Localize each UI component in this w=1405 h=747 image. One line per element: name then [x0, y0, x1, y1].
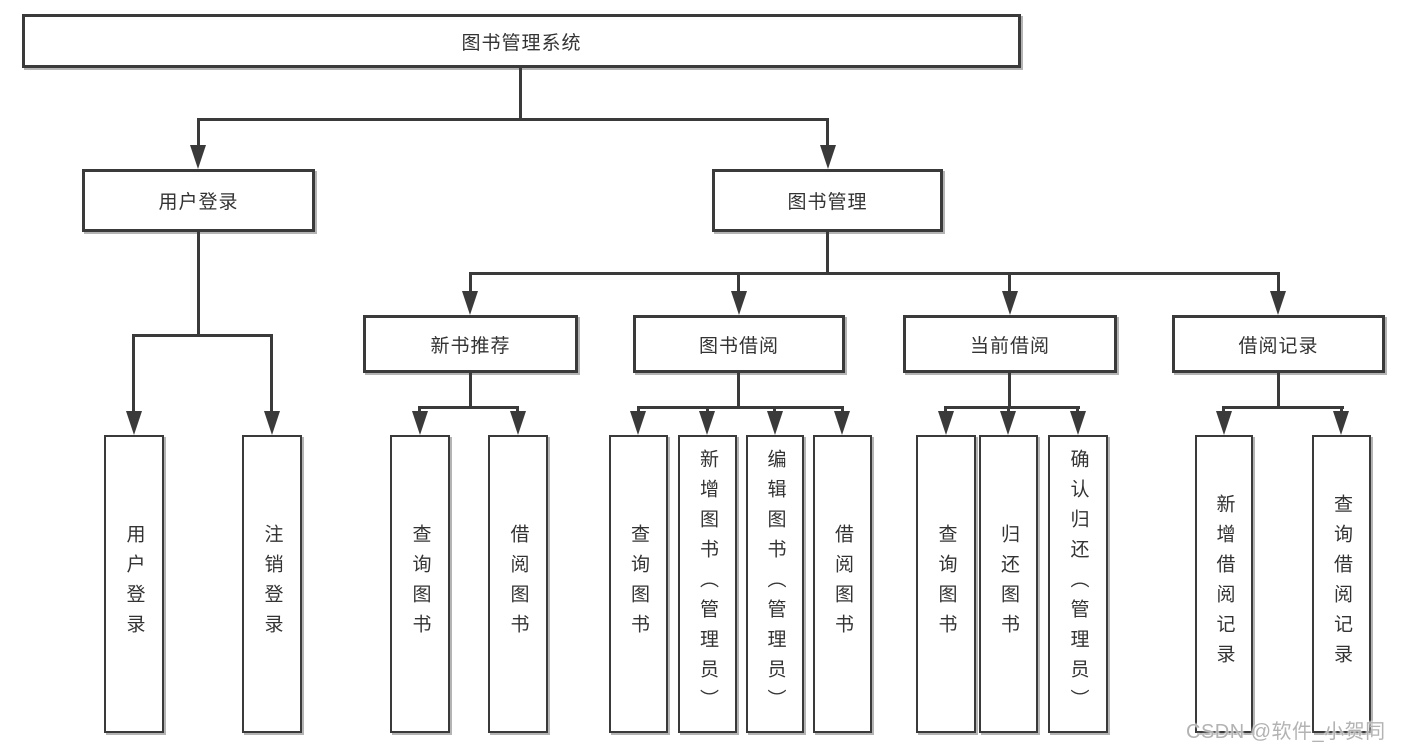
leaf-add-borrow-record-label: 新增借阅记录	[1213, 494, 1235, 674]
connector-line	[737, 372, 740, 409]
node-user-login-label: 用户登录	[158, 192, 239, 213]
connector-line	[1007, 406, 1010, 414]
connector-line	[1222, 406, 1344, 409]
leaf-edit-book-admin: 编辑图书（管理员）	[746, 435, 804, 733]
arrow-down-icon	[1002, 291, 1018, 315]
leaf-confirm-return-admin-label: 确认归还（管理员）	[1067, 449, 1089, 719]
leaf-borrow-books: 借阅图书	[813, 435, 872, 733]
node-borrowing-records-label: 借阅记录	[1238, 335, 1319, 357]
node-new-book-recommend: 新书推荐	[363, 315, 578, 373]
node-user-login: 用户登录	[82, 169, 315, 232]
leaf-borrow-books-recommend-label: 借阅图书	[507, 524, 529, 644]
leaf-confirm-return-admin: 确认归还（管理员）	[1048, 435, 1108, 733]
connector-line	[418, 406, 421, 414]
node-book-borrowing-label: 图书借阅	[698, 335, 779, 357]
node-new-book-recommend-label: 新书推荐	[430, 335, 511, 357]
arrow-down-icon	[462, 291, 478, 315]
connector-line	[826, 232, 829, 275]
arrow-down-icon	[1270, 291, 1286, 315]
arrow-down-icon	[264, 411, 280, 435]
arrow-down-icon	[190, 145, 206, 169]
connector-line	[1340, 406, 1343, 414]
arrow-down-icon	[820, 145, 836, 169]
connector-line	[706, 406, 709, 414]
csdn-watermark: CSDN @软件_小贺同学	[1186, 721, 1386, 743]
leaf-add-borrow-record: 新增借阅记录	[1195, 435, 1253, 733]
leaf-user-login-label: 用户登录	[123, 524, 145, 644]
connector-line	[841, 406, 844, 414]
connector-line	[1076, 406, 1079, 414]
arrow-down-icon	[412, 411, 428, 435]
connector-line	[132, 334, 273, 337]
connector-line	[197, 232, 200, 337]
leaf-add-book-admin-label: 新增图书（管理员）	[697, 449, 718, 719]
node-borrowing-records: 借阅记录	[1172, 315, 1385, 373]
connector-line	[519, 65, 522, 121]
node-book-management-label: 图书管理	[787, 192, 868, 213]
arrow-down-icon	[1216, 411, 1232, 435]
arrow-down-icon	[1333, 411, 1349, 435]
leaf-return-books-label: 归还图书	[998, 524, 1019, 644]
node-root: 图书管理系统	[22, 14, 1021, 68]
arrow-down-icon	[1000, 411, 1016, 435]
arrow-down-icon	[510, 411, 526, 435]
connector-line	[1277, 372, 1280, 409]
connector-line	[826, 118, 829, 148]
connector-line	[197, 118, 200, 148]
connector-line	[197, 118, 829, 121]
connector-line	[944, 406, 1080, 409]
leaf-query-borrow-record-label: 查询借阅记录	[1331, 494, 1352, 674]
leaf-edit-book-admin-label: 编辑图书（管理员）	[764, 449, 786, 719]
connector-line	[1008, 372, 1011, 409]
node-root-label: 图书管理系统	[461, 32, 582, 54]
connector-line	[469, 372, 472, 409]
connector-line	[132, 334, 135, 413]
node-current-borrowing-label: 当前借阅	[969, 335, 1050, 357]
leaf-logout: 注销登录	[242, 435, 302, 733]
arrow-down-icon	[731, 291, 747, 315]
leaf-borrow-books-label: 借阅图书	[832, 524, 853, 644]
leaf-query-books-current: 查询图书	[916, 435, 976, 733]
leaf-query-books-borrowing-label: 查询图书	[628, 524, 649, 644]
leaf-query-borrow-record: 查询借阅记录	[1312, 435, 1371, 733]
connector-line	[469, 272, 1280, 275]
connector-line	[773, 406, 776, 414]
leaf-add-book-admin: 新增图书（管理员）	[678, 435, 737, 733]
connector-line	[1277, 272, 1280, 292]
arrow-down-icon	[126, 411, 142, 435]
connector-line	[637, 406, 640, 414]
connector-line	[469, 272, 472, 292]
connector-line	[418, 406, 519, 409]
connector-line	[637, 406, 844, 409]
leaf-user-login: 用户登录	[104, 435, 164, 733]
leaf-query-books-recommend: 查询图书	[390, 435, 450, 733]
connector-line	[516, 406, 519, 414]
node-current-borrowing: 当前借阅	[903, 315, 1117, 373]
connector-line	[1222, 406, 1225, 414]
connector-line	[944, 406, 947, 414]
arrow-down-icon	[834, 411, 850, 435]
connector-line	[1008, 272, 1011, 292]
leaf-query-books-recommend-label: 查询图书	[409, 524, 431, 644]
arrow-down-icon	[699, 411, 715, 435]
leaf-return-books: 归还图书	[979, 435, 1038, 733]
leaf-query-books-borrowing: 查询图书	[609, 435, 668, 733]
arrow-down-icon	[938, 411, 954, 435]
arrow-down-icon	[630, 411, 646, 435]
arrow-down-icon	[1070, 411, 1086, 435]
arrow-down-icon	[767, 411, 783, 435]
leaf-query-books-current-label: 查询图书	[935, 524, 957, 644]
node-book-management: 图书管理	[712, 169, 943, 232]
leaf-logout-label: 注销登录	[261, 524, 283, 644]
node-book-borrowing: 图书借阅	[633, 315, 845, 373]
connector-line	[270, 334, 273, 413]
connector-line	[737, 272, 740, 292]
leaf-borrow-books-recommend: 借阅图书	[488, 435, 548, 733]
